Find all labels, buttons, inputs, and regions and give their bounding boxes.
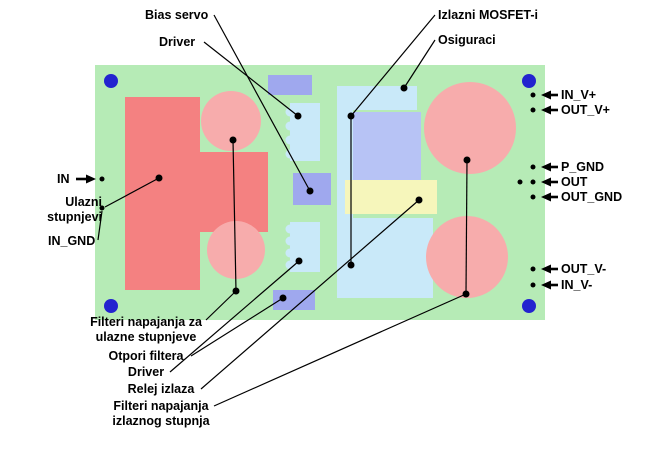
label-filteri-izlazni-line1: Filteri napajanja (113, 399, 209, 413)
out-arrow-head (541, 177, 551, 187)
label-ulazni-line2: stupnjevi (47, 210, 102, 224)
connector-line-output-caps (465, 159, 468, 295)
pad-out (530, 179, 536, 185)
label-out-gnd: OUT_GND (561, 190, 623, 204)
input-filter-cap-top (201, 91, 261, 151)
label-otpori-filtera: Otpori filtera (108, 349, 184, 363)
center-component-block (353, 112, 421, 180)
label-out-v-minus: OUT_V- (561, 262, 607, 276)
label-driver-top: Driver (159, 35, 196, 49)
callout-line-izlazni-mosfeti (350, 14, 436, 117)
dot-fuses (400, 84, 408, 92)
label-in-gnd: IN_GND (48, 234, 96, 248)
dot-input-stage (155, 174, 163, 182)
callout-line-ulazni-stupnjevi (104, 177, 160, 208)
output-filter-cap-top (424, 82, 516, 174)
label-filteri-izlazni: Filteri napajanja izlaznog stupnja (70, 399, 252, 429)
driver-bottom-fin (285, 248, 295, 258)
connector-line-input-caps (232, 139, 237, 292)
label-bias-servo: Bias servo (145, 8, 209, 22)
dot-output-cap-bottom (462, 290, 470, 298)
label-driver-bottom: Driver (127, 365, 165, 379)
in-v-plus-arrow-head (541, 90, 551, 100)
input-stage-region (125, 97, 268, 290)
pad-out-gnd (530, 194, 536, 200)
label-filteri-ulazni: Filteri napajanja za ulazne stupnjeve (55, 315, 237, 345)
label-in: IN (57, 172, 70, 186)
p-gnd-arrow-head (541, 162, 551, 172)
callout-line-otpori-filtera (190, 297, 284, 357)
in-v-minus-arrow-head (541, 280, 551, 290)
dot-bias-servo (306, 187, 314, 195)
dot-input-cap-bottom (232, 287, 240, 295)
callout-line-osiguraci (403, 39, 436, 89)
label-osiguraci: Osiguraci (438, 33, 496, 47)
label-ulazni-stupnjevi: Ulazni stupnjevi (26, 195, 102, 225)
light-blue-regions (285, 86, 433, 298)
pad-in-gnd (99, 205, 105, 211)
label-filteri-ulazni-line2: ulazne stupnjeve (95, 330, 197, 344)
arrows (76, 90, 558, 290)
dot-input-cap-top (229, 136, 237, 144)
pad-out-v-minus (530, 266, 536, 272)
callout-line-driver-top (203, 41, 299, 117)
mounting-hole-bottom-right (522, 299, 536, 313)
label-filteri-izlazni-line2: izlaznog stupnja (112, 414, 210, 428)
label-out-v-plus: OUT_V+ (561, 103, 610, 117)
pad-out-2 (517, 179, 523, 185)
pad-out-v-plus (530, 107, 536, 113)
label-izlazni-mosfeti: Izlazni MOSFET-i (438, 8, 539, 22)
output-relay-region (345, 180, 437, 214)
dot-mosfet-top (347, 112, 355, 120)
label-p-gnd: P_GND (561, 160, 605, 174)
mounting-hole-top-left (104, 74, 118, 88)
callout-line-relej-izlaza (200, 199, 420, 390)
driver-bottom-fin (285, 224, 295, 234)
out-v-minus-arrow-head (541, 264, 551, 274)
mounting-holes (104, 74, 536, 313)
driver-bottom-fin (285, 236, 295, 246)
callout-lines (97, 14, 468, 407)
mounting-hole-top-right (522, 74, 536, 88)
dot-driver-top (294, 112, 302, 120)
pad-in (99, 176, 105, 182)
label-ulazni-line1: Ulazni (65, 195, 102, 209)
in-arrow-head (86, 174, 96, 184)
output-filter-cap-bottom (426, 216, 508, 298)
mounting-hole-bottom-left (104, 299, 118, 313)
pad-p-gnd (530, 164, 536, 170)
label-in-v-minus: IN_V- (561, 278, 593, 292)
label-relej-izlaza: Relej izlaza (127, 382, 195, 396)
top-edge-component-block (268, 75, 312, 95)
driver-top-fin (285, 107, 295, 117)
dot-output-cap-top (463, 156, 471, 164)
filter-capacitors (201, 82, 516, 298)
out-v-plus-arrow-head (541, 105, 551, 115)
label-in-v-plus: IN_V+ (561, 88, 597, 102)
output-filter-region (353, 218, 433, 298)
dot-mosfet-bottom (347, 261, 355, 269)
label-filteri-ulazni-line1: Filteri napajanja za (90, 315, 202, 329)
dot-relay (415, 196, 423, 204)
callout-line-filteri-ulazni (205, 290, 237, 321)
input-filter-cap-bottom (207, 221, 265, 279)
callout-line-in-gnd (97, 210, 103, 241)
driver-top-region (290, 103, 320, 161)
pad-in-v-minus (530, 282, 536, 288)
pad-in-v-plus (530, 92, 536, 98)
dot-filter-resistors (279, 294, 287, 302)
out-gnd-arrow-head (541, 192, 551, 202)
callout-line-bias-servo (213, 14, 311, 192)
driver-top-fin (285, 135, 295, 145)
driver-top-fin (285, 121, 295, 131)
callout-line-filteri-izlazni (213, 293, 467, 407)
callout-dots (99, 84, 536, 302)
label-out: OUT (561, 175, 588, 189)
callout-line-driver-bottom (169, 260, 300, 373)
dot-driver-bottom (295, 257, 303, 265)
